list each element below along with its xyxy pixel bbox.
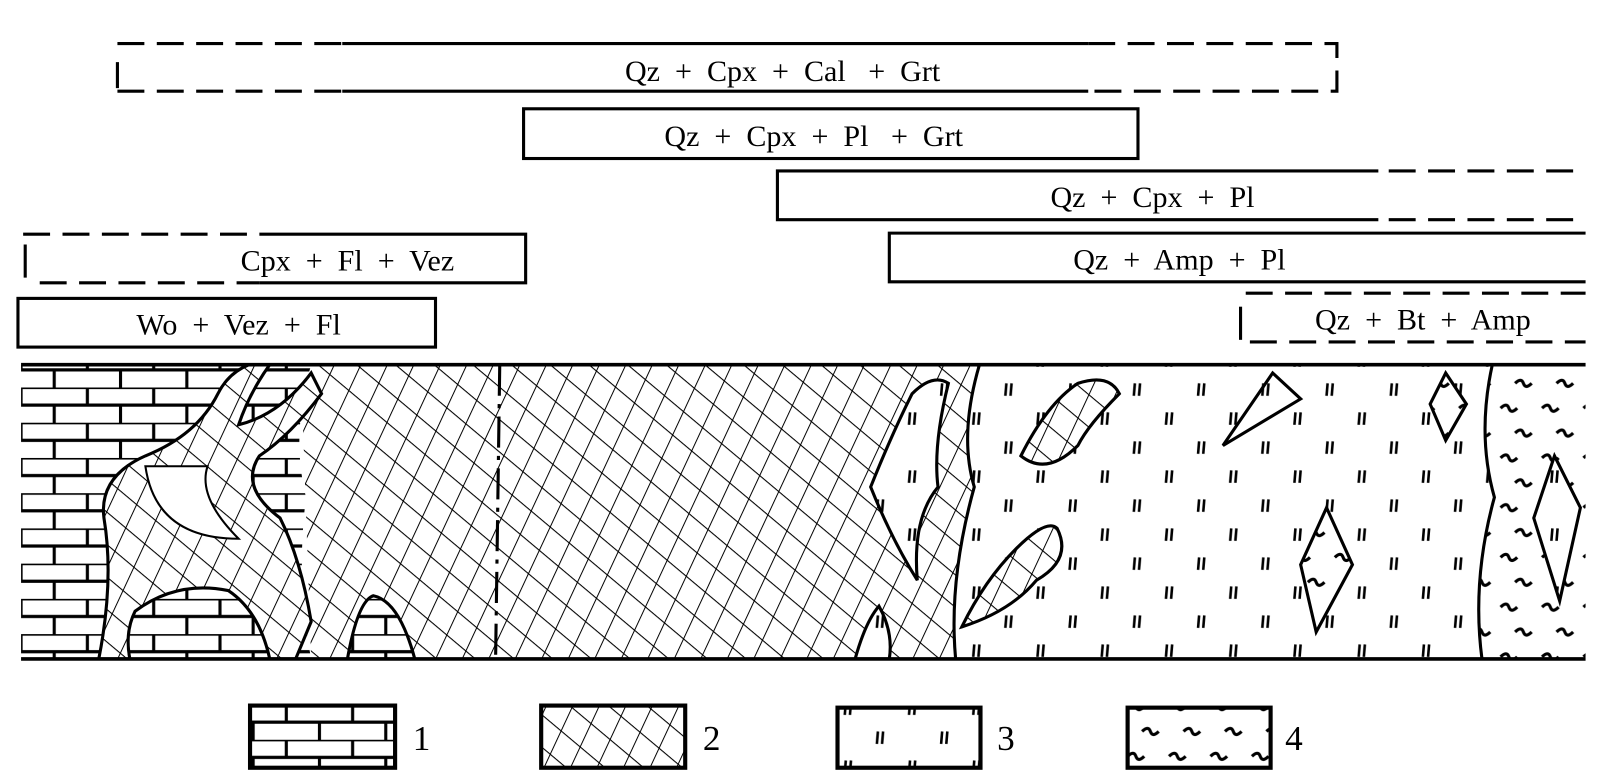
contact-line (952, 364, 981, 660)
legend-item-2: 2 (539, 703, 721, 770)
assemblage-label: Qz + Cpx + Cal + Grt (625, 55, 941, 88)
assemblage-box-qz-bt-amp: Qz + Bt + Amp (1238, 291, 1586, 344)
assemblage-label: Qz + Bt + Amp (1315, 303, 1531, 336)
legend-item-4: 4 (1125, 705, 1303, 770)
assemblage-box-cpx-fl-vez: Cpx + Fl + Vez (23, 232, 528, 285)
legend-item-3: 3 (835, 705, 1015, 770)
legend-number: 1 (413, 719, 431, 758)
assemblage-label: Qz + Cpx + Pl + Grt (664, 120, 963, 153)
section-border (21, 362, 1586, 661)
inclusion (1221, 370, 1304, 447)
assemblage-label: Wo + Vez + Fl (136, 309, 340, 342)
assemblage-box-qz-amp-pl: Qz + Amp + Pl (887, 231, 1586, 284)
legend-item-1: 1 (247, 703, 431, 770)
inclusion (853, 603, 892, 661)
legend-number: 3 (997, 719, 1015, 758)
inclusion (345, 594, 417, 661)
inclusion (1428, 369, 1469, 444)
inclusion (958, 524, 1064, 630)
zone-ticks (953, 364, 1495, 659)
assemblage-label: Qz + Cpx + Pl (1050, 181, 1254, 214)
assemblage-box-qz-cpx-pl-grt: Qz + Cpx + Pl + Grt (522, 107, 1140, 161)
inclusion (1299, 503, 1355, 637)
legend-number: 2 (703, 719, 721, 758)
assemblage-label: Qz + Amp + Pl (1073, 243, 1285, 276)
assemblage-label: Cpx + Fl + Vez (241, 244, 455, 277)
contact-line (1477, 364, 1497, 660)
assemblage-box-qz-cpx-pl: Qz + Cpx + Pl (775, 169, 1586, 222)
inclusion (1018, 378, 1122, 466)
zone-crosshatch (300, 364, 980, 659)
assemblage-box-qz-cpx-cal-grt: Qz + Cpx + Cal + Grt (115, 41, 1339, 93)
legend-number: 4 (1285, 719, 1303, 758)
geological-section (21, 362, 1586, 661)
legend: 1 2 3 4 (247, 703, 1303, 770)
inclusion (1532, 451, 1583, 607)
inclusion (868, 378, 951, 582)
skarn-vein (144, 465, 242, 540)
assemblage-box-wo-vez-fl: Wo + Vez + Fl (16, 296, 438, 349)
